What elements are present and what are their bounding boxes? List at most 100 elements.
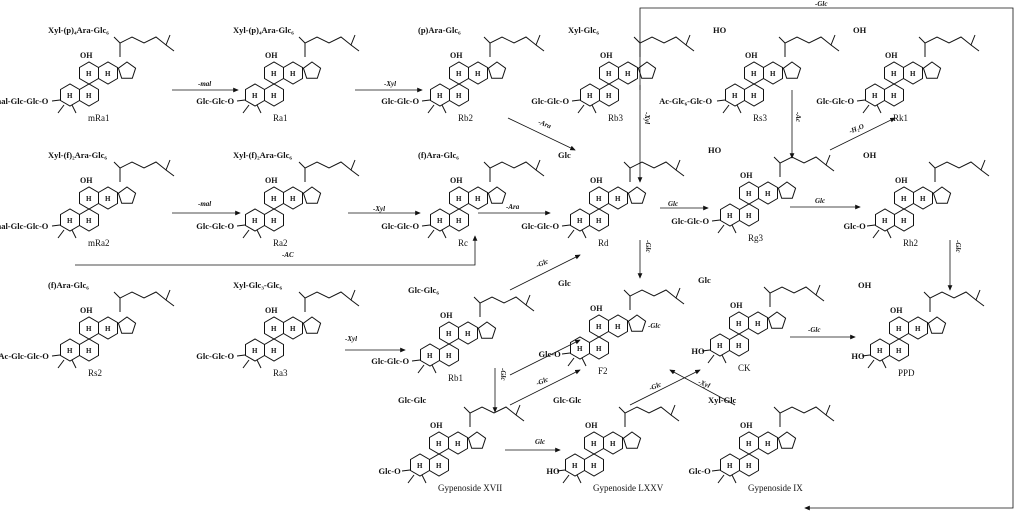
ring-h-label: H: [271, 70, 277, 78]
c20-bond: [113, 291, 121, 299]
ring-h-label: H: [86, 92, 92, 100]
ring-d: [758, 181, 778, 205]
methyl-bond: [717, 224, 725, 234]
ring-h-label: H: [456, 70, 462, 78]
arrow-label-rd-f2: -Glc: [644, 240, 652, 253]
oh-label: OH: [80, 51, 93, 60]
ring-b: [589, 208, 609, 232]
ring-e: [932, 186, 952, 204]
ring-h-label: H: [901, 217, 907, 225]
ring-b: [739, 203, 759, 227]
arrow-ix-f2: [669, 369, 736, 406]
ring-h-label: H: [746, 190, 752, 198]
oh-label: OH: [450, 51, 463, 60]
ring-e: [487, 186, 507, 204]
ring-h-label: H: [271, 325, 277, 333]
side-chain-methyl: [975, 299, 985, 307]
oh-label: OH: [265, 176, 278, 185]
methyl-bond: [886, 229, 892, 239]
side-chain: [304, 289, 356, 312]
ring-d: [468, 186, 488, 210]
sugar-top-rb1: Glc-Glc₆: [408, 285, 439, 295]
oh-label: OH: [885, 51, 898, 60]
ring-h-label: H: [717, 342, 723, 350]
sugar-top-rk1: OH: [853, 25, 867, 35]
ring-h-label: H: [437, 92, 443, 100]
ring-d: [448, 431, 468, 455]
side-chain: [629, 159, 681, 182]
ring-e: [302, 61, 322, 79]
side-chain-methyl: [350, 44, 360, 52]
ring-b: [439, 343, 459, 367]
side-chain: [779, 154, 831, 177]
methyl-bond: [407, 474, 415, 484]
ring-h-label: H: [910, 70, 916, 78]
ring-d: [608, 314, 628, 338]
compound-name-rb2: Rb2: [458, 113, 474, 123]
ring-b: [889, 338, 909, 362]
methyl-bond: [431, 364, 437, 374]
c3-bond: [856, 99, 866, 102]
c3-bond: [561, 224, 571, 227]
ring-d: [603, 431, 623, 455]
ring-d: [608, 186, 628, 210]
sugar-top-rd: Glc: [558, 150, 571, 160]
side-chain-methyl: [535, 44, 545, 52]
methyl-bond: [57, 104, 65, 114]
sugar-bottom-rs2: Ac-Glc-Glc-O: [0, 351, 49, 361]
side-chain-methyl: [525, 304, 535, 312]
ring-d: [903, 61, 923, 85]
ring-h-label: H: [290, 325, 296, 333]
side-chain-methyl: [825, 414, 835, 422]
arrow-rg3-rk1: [829, 117, 896, 151]
ring-e: [627, 314, 647, 332]
oh-label: OH: [590, 304, 603, 313]
sugar-bottom-ra2: Glc-Glc-O: [196, 221, 235, 231]
methyl-bond: [242, 104, 250, 114]
compound-name-rs3: Rs3: [753, 113, 768, 123]
ring-h-label: H: [610, 440, 616, 448]
c20-bond: [113, 161, 121, 169]
side-chain-methyl: [980, 169, 990, 177]
methyl-bond: [427, 104, 435, 114]
oh-label: OH: [730, 301, 743, 310]
c3-bond: [411, 359, 421, 362]
ring-h-label: H: [591, 440, 597, 448]
c20-bond: [773, 156, 781, 164]
ring-h-label: H: [437, 217, 443, 225]
arrow-label-mra2-ra2: -mal: [198, 200, 212, 208]
side-chain-methyl: [165, 299, 175, 307]
ring-d: [913, 186, 933, 210]
sugar-top-rb3: Xyl-Glc₆: [568, 25, 599, 35]
ring-e: [622, 431, 642, 449]
compound-name-rd: Rd: [598, 238, 609, 248]
side-chain: [469, 404, 521, 427]
oh-label: OH: [740, 421, 753, 430]
sugar-top-gypxvii: Glc-Glc: [398, 395, 427, 405]
ring-h-label: H: [475, 195, 481, 203]
ring-e: [477, 321, 497, 339]
sugar-bottom-gyplxxv: HO: [546, 466, 560, 476]
ring-h-label: H: [436, 462, 442, 470]
ring-h-label: H: [271, 195, 277, 203]
methyl-bond: [736, 104, 742, 114]
oh-label: OH: [740, 171, 753, 180]
c3-bond: [51, 224, 61, 227]
methyl-bond: [731, 474, 737, 484]
sugar-bottom-rb3: Glc-Glc-O: [531, 96, 570, 106]
ring-h-label: H: [765, 440, 771, 448]
ring-b: [589, 336, 609, 360]
c20-bond: [298, 36, 306, 44]
compound-name-ra2: Ra2: [273, 238, 288, 248]
methyl-bond: [71, 104, 77, 114]
compound-name-gyplxxv: Gypenoside LXXV: [593, 483, 664, 493]
sugar-top-ck: Glc: [698, 275, 711, 285]
oh-label: OH: [745, 51, 758, 60]
oh-label: OH: [80, 176, 93, 185]
arrow-label-top-glc: -Glc: [815, 0, 828, 8]
compound-name-gypix: Gypenoside IX: [748, 483, 803, 493]
